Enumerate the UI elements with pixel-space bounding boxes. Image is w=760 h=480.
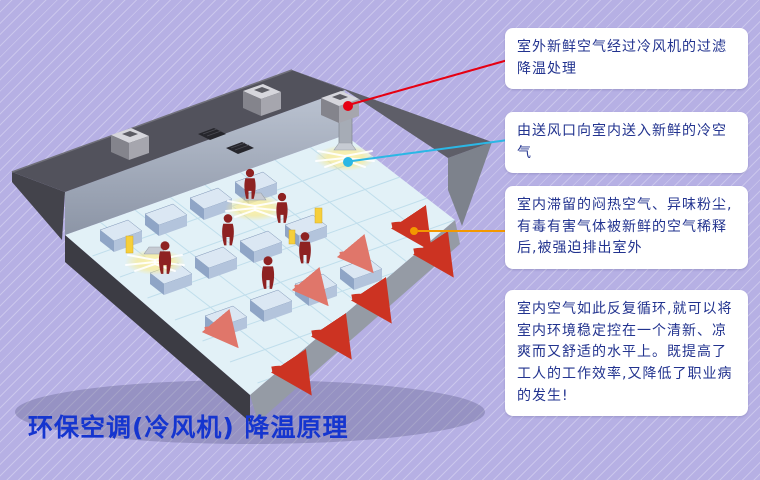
callout-box-exhaust: 室内滞留的闷热空气、异味粉尘,有毒有害气体被新鲜的空气稀释后,被强迫排出室外 (505, 186, 748, 270)
roof-edge-highlight (11, 69, 293, 173)
callout-text: 室外新鲜空气经过冷风机的过滤降温处理 (517, 39, 727, 77)
exhaust-arrow (412, 231, 454, 278)
callout-text: 室内空气如此反复循环,就可以将室内环境稳定控在一个清新、凉爽而又舒适的水平上。既… (517, 301, 733, 404)
indoor-airflow-arrow (291, 267, 329, 307)
left-front-wall (65, 235, 250, 422)
factory-cooling-illustration (11, 69, 492, 444)
exhaust-arrow (310, 313, 352, 360)
exhaust-arrow (350, 277, 392, 324)
right-corner-wall (448, 142, 492, 226)
left-corner-wall (12, 172, 65, 240)
callout-box-fresh-air: 室外新鲜空气经过冷风机的过滤降温处理 (505, 28, 748, 90)
callout-text: 由送风口向室内送入新鲜的冷空气 (517, 123, 727, 161)
indoor-airflow-arrow (201, 309, 239, 349)
door-light (288, 229, 296, 245)
callout-box-supply-air: 由送风口向室内送入新鲜的冷空气 (505, 112, 748, 174)
exhaust-arrow (270, 349, 312, 396)
door-light (125, 235, 134, 254)
callout-box-circulation: 室内空气如此反复循环,就可以将室内环境稳定控在一个清新、凉爽而又舒适的水平上。既… (505, 290, 748, 417)
roof-vent-grille (226, 142, 254, 154)
exhaust-airflow (270, 205, 454, 396)
interior-back-wall (65, 90, 345, 235)
diagram-title: 环保空调(冷风机) 降温原理 (28, 413, 349, 442)
callout-text: 室内滞留的闷热空气、异味粉尘,有毒有害气体被新鲜的空气稀释后,被强迫排出室外 (517, 197, 733, 257)
roof-vent-grille (198, 128, 226, 140)
indoor-airflow-arrow (336, 234, 374, 274)
door-light (314, 207, 323, 224)
indoor-airflow (201, 234, 374, 349)
building-roof-right (292, 70, 492, 158)
factory-floor (65, 135, 455, 395)
